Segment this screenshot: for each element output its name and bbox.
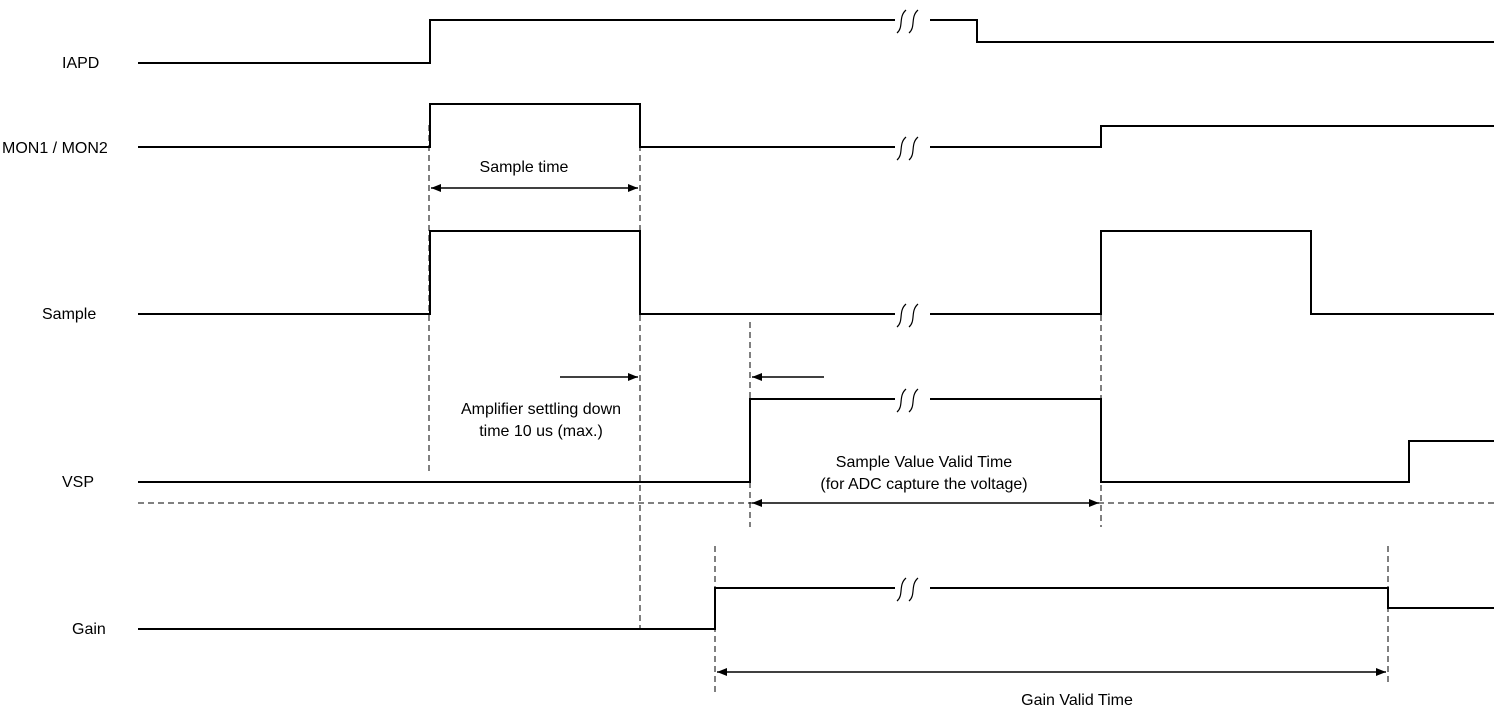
vsp-waveform (138, 388, 1494, 483)
gain-label: Gain (72, 621, 106, 638)
mon-break-icon (896, 136, 919, 161)
settling-label-line2: time 10 us (max.) (479, 423, 603, 440)
gain-break-icon (896, 577, 919, 602)
iapd-break-icon (896, 9, 919, 34)
mon-label: MON1 / MON2 (2, 140, 108, 157)
iapd-waveform (138, 9, 1494, 64)
mon-waveform (138, 103, 1494, 161)
valid-time-label-line2: (for ADC capture the voltage) (820, 476, 1027, 493)
guide-lines (138, 125, 1494, 695)
gain-valid-label: Gain Valid Time (1021, 692, 1133, 709)
sample-break-icon (896, 303, 919, 328)
valid-time-label-line1: Sample Value Valid Time (836, 454, 1012, 471)
settling-label-line1: Amplifier settling down (461, 401, 621, 418)
sample-waveform (138, 230, 1494, 328)
vsp-label: VSP (62, 474, 94, 491)
iapd-label: IAPD (62, 55, 99, 72)
vsp-break-icon (896, 388, 919, 413)
gain-waveform (138, 577, 1494, 630)
sample-label: Sample (42, 306, 96, 323)
sample-time-label: Sample time (480, 159, 569, 176)
